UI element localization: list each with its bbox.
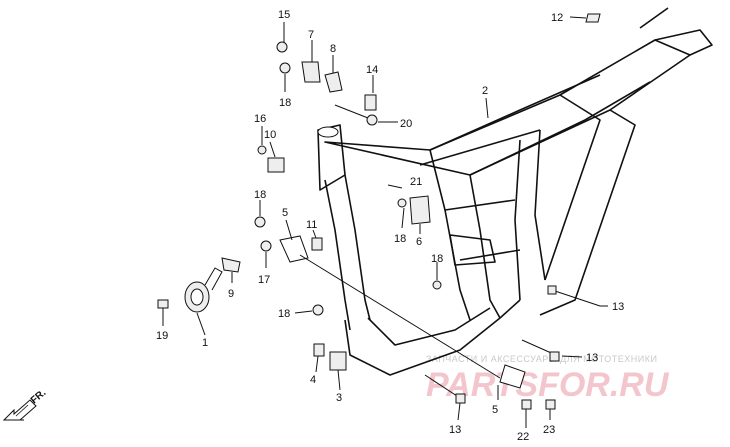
callout-18-top: 18 xyxy=(279,97,291,109)
frame-body xyxy=(279,7,713,389)
callout-1: 1 xyxy=(202,337,208,349)
callout-20: 20 xyxy=(400,118,412,130)
small-parts xyxy=(157,13,601,410)
leader-lines xyxy=(162,16,608,428)
callout-13-right: 13 xyxy=(612,301,624,313)
callout-17: 17 xyxy=(258,274,270,286)
front-direction-arrow: FR. xyxy=(2,387,48,421)
callout-19: 19 xyxy=(156,330,168,342)
callout-5-lower: 5 xyxy=(492,404,498,416)
callout-18-center: 18 xyxy=(394,233,406,245)
callout-13-mid: 13 xyxy=(586,352,598,364)
watermark-text: ЗАПЧАСТИ И АКСЕССУАРЫ ДЛЯ МОТОТЕХНИКИ xyxy=(426,354,657,364)
callout-18-left: 18 xyxy=(254,189,266,201)
callout-4: 4 xyxy=(310,374,316,386)
callout-15: 15 xyxy=(278,9,290,21)
callout-10: 10 xyxy=(264,129,276,141)
callout-3: 3 xyxy=(336,392,342,404)
callout-16: 16 xyxy=(254,113,266,125)
callout-6: 6 xyxy=(416,236,422,248)
callout-7: 7 xyxy=(308,29,314,41)
callout-5-upper: 5 xyxy=(282,207,288,219)
callout-13-bottom: 13 xyxy=(449,424,461,436)
callout-12: 12 xyxy=(551,12,563,24)
callout-11: 11 xyxy=(306,219,317,231)
callout-14: 14 xyxy=(366,64,378,76)
callout-2: 2 xyxy=(482,85,488,97)
watermark: ЗАПЧАСТИ И АКСЕССУАРЫ ДЛЯ МОТОТЕХНИКИ PA… xyxy=(426,354,670,404)
callout-22: 22 xyxy=(517,431,529,443)
watermark-logo: PARTSFOR.RU xyxy=(426,366,670,404)
callout-23: 23 xyxy=(543,424,555,436)
callout-18-right: 18 xyxy=(431,253,443,265)
callout-8: 8 xyxy=(330,43,336,55)
callout-9: 9 xyxy=(228,288,234,300)
callout-21: 21 xyxy=(410,176,422,188)
callout-labels: 15 18 7 8 14 20 16 10 18 5 11 17 9 1 19 … xyxy=(156,9,624,443)
callout-18-mid: 18 xyxy=(278,308,290,320)
